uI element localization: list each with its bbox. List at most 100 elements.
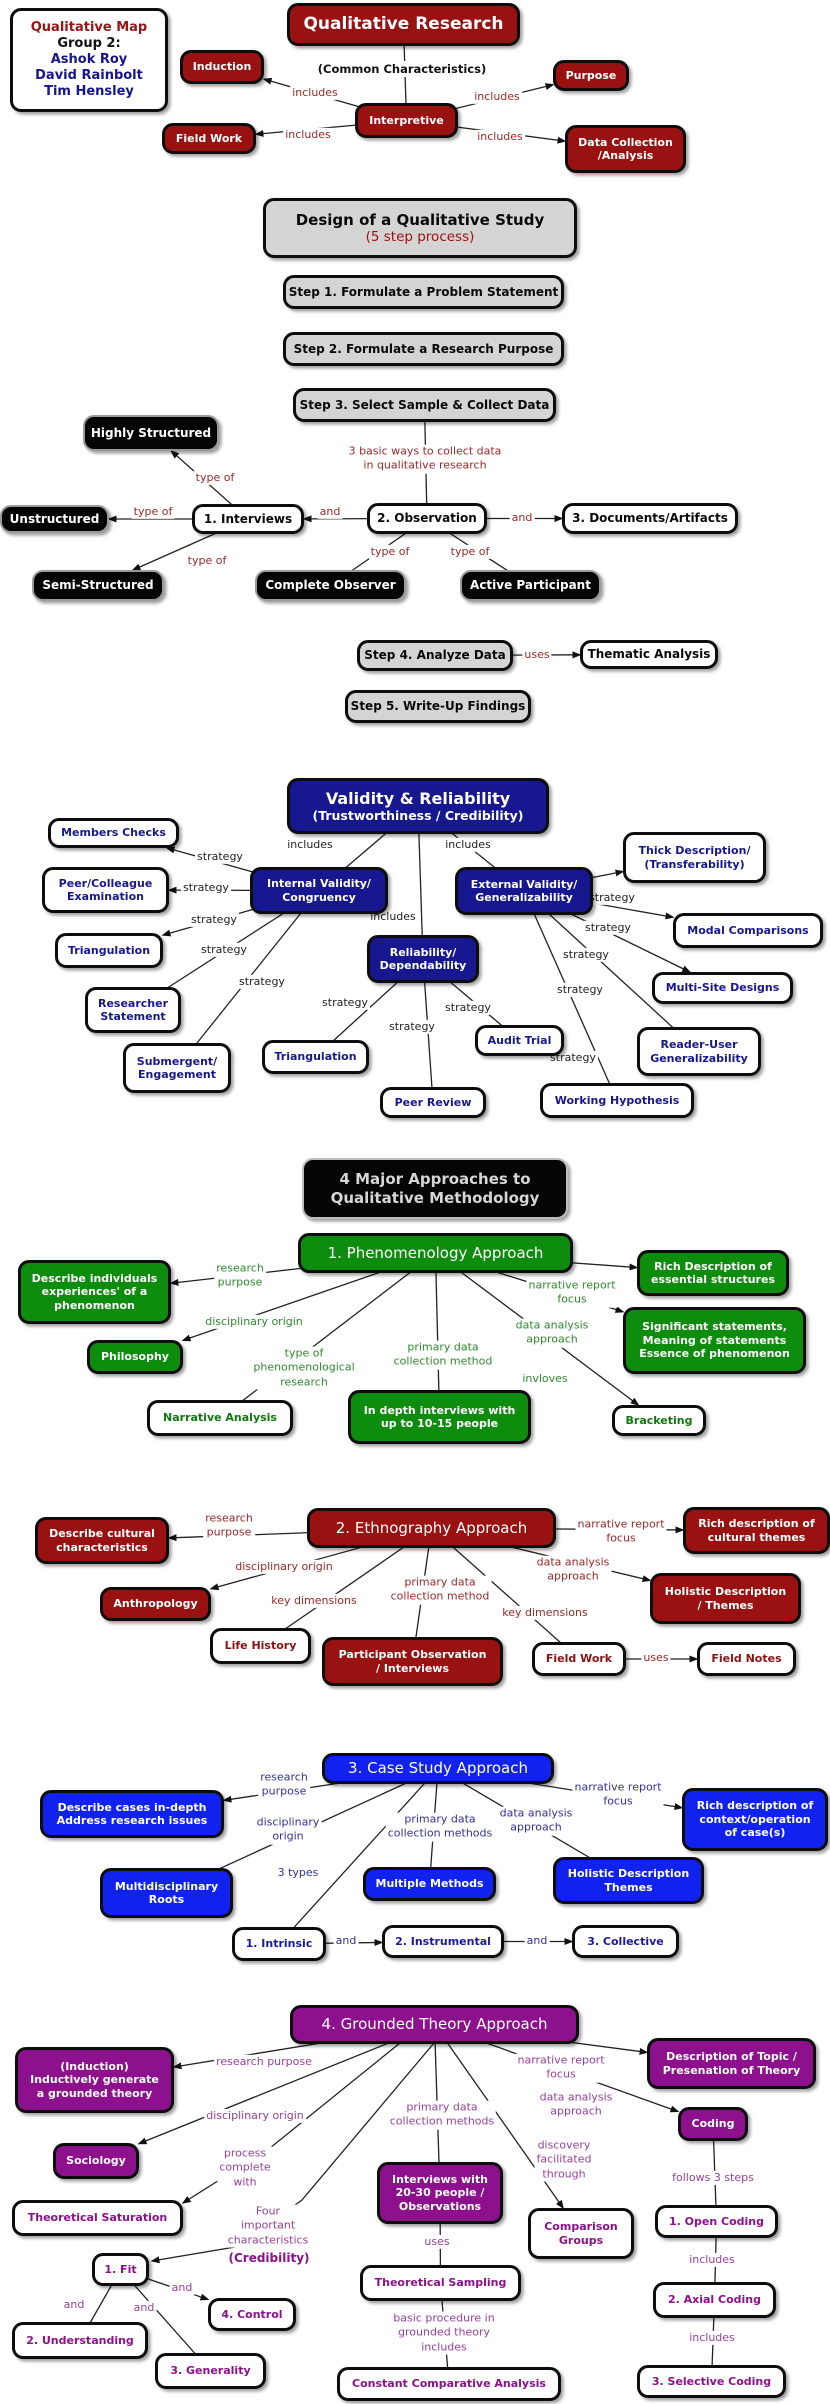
node-interviews: 1. Interviews [192,504,304,534]
edge-label-case_title-rich_context: narrative report focus [572,1780,664,1810]
node-narrative-text: Narrative Analysis [163,1411,277,1425]
edge-label-external-multi_site: strategy [561,947,611,963]
node-coding-text: Coding [691,2117,735,2131]
node-rich_context-text: of case(s) [724,1826,786,1840]
node-interviews-text: 1. Interviews [203,511,293,526]
node-rich_cult-text: cultural themes [707,1530,806,1544]
node-step5: Step 5. Write-Up Findings [345,690,531,723]
node-significant-text: Essence of phenomenon [639,1347,790,1361]
node-credibility_lbl-text: (Credibility) [228,2250,310,2265]
edge-label-gt_title-theo_sat: process complete with [217,2146,273,2190]
node-life_history-text: Life History [224,1639,297,1653]
node-phen_title-text: 1. Phenomenology Approach [327,1243,544,1262]
node-significant-text: Meaning of statements [642,1333,787,1347]
edge-label-v_title-reliability: includes [368,909,418,925]
node-desc_cult-text: characteristics [56,1540,148,1554]
node-reliability-text: Reliability/ [389,945,457,959]
node-induction-text: Induction [192,60,252,74]
node-thick-text: Thick Description/ [638,844,751,858]
node-reliability: Reliability/Dependability [367,935,479,983]
node-internal: Internal Validity/Congruency [250,867,388,914]
edge-label-instrumental-collective: and [524,1933,550,1949]
edge-label-fit-generality: and [131,2300,157,2316]
node-step1-text: Step 1. Formulate a Problem Statement [288,284,559,299]
node-part_obs-text: / Interviews [375,1661,450,1675]
node-holistic_t: Holistic Description/ Themes [650,1573,801,1624]
node-thick: Thick Description/(Transferability) [623,832,766,883]
node-eth_title: 2. Ethnography Approach [307,1508,556,1548]
node-theo_sat: Theoretical Saturation [12,2200,183,2236]
edge-line-gt_title-sociology [137,2023,435,2145]
node-researcher-text: Statement [100,1010,166,1023]
node-tri_m-text: Triangulation [274,1050,357,1064]
node-data_collection: Data Collection/Analysis [565,125,686,173]
node-internal-text: Congruency [282,890,356,904]
node-anthro-text: Anthropology [113,1597,198,1611]
node-observation-text: 2. Observation [377,511,477,526]
edge-label-field_work2-field_notes: uses [641,1650,671,1666]
node-modal-text: Modal Comparisons [687,923,809,937]
node-purpose-text: Purpose [565,68,617,82]
node-instrumental: 2. Instrumental [382,1925,504,1958]
edge-label-phen_title-bracketing: invloves [520,1371,570,1387]
edge-label-case_title-desc_cases: research purpose [258,1770,310,1800]
node-design_title-text: (5 step process) [365,228,475,245]
node-holistic_t-text: / Themes [697,1598,754,1612]
node-step4-text: Step 4. Analyze Data [364,648,506,663]
node-credibility_lbl: (Credibility) [228,2250,310,2266]
edge-label-eth_title-part_obs: primary data collection method [388,1575,492,1605]
edge-label-eth_title-holistic_t: data analysis approach [534,1555,612,1585]
node-peer_coll-text: Examination [67,890,144,903]
node-legend-text: David Rainbolt [35,67,143,83]
node-rich_ess-text: Rich Description of [654,1259,772,1273]
edge-label-observation-complete_observer: type of [368,544,412,560]
edge-label-observation-documents: and [509,510,535,526]
node-reliability-text: Dependability [379,959,467,972]
node-thematic: Thematic Analysis [580,640,718,669]
node-desc_cases-text: Address research issues [56,1814,208,1827]
node-interviews_gt-text: Interviews with [391,2172,489,2186]
edge-label-interviews-unstructured: type of [131,504,175,520]
node-part_obs-text: Participant Observation [338,1648,487,1662]
node-indepth-text: In depth interviews with [363,1403,516,1417]
node-describe_ind-text: experiences' of a [41,1285,148,1299]
node-narrative: Narrative Analysis [147,1400,293,1436]
node-desc_topic-text: Presenation of Theory [662,2063,801,2077]
node-comp_groups-text: Comparison [544,2220,618,2234]
edge-label-external-working: strategy [548,1050,598,1066]
node-peer_review: Peer Review [380,1087,486,1118]
edge-label-case_title-multi_roots: disciplinary origin [254,1815,322,1845]
edge-label-external-reader_user: strategy [555,982,605,998]
node-step2: Step 2. Formulate a Research Purpose [283,332,564,366]
node-constant: Constant Comparative Analysis [337,2367,561,2401]
edge-line-phen_title-narrative [219,1252,436,1419]
edge-label-interviews-highly_structured: type of [193,470,237,486]
edge-label-interviews_gt-theo_samp: uses [422,2234,452,2250]
node-bracketing: Bracketing [612,1405,706,1436]
edge-label-interpretive-field_work: includes [283,127,333,143]
node-field_work-text: Field Work [175,131,243,145]
node-multi_site-text: Multi-Site Designs [665,981,780,995]
node-rich_context-text: context/operation [699,1812,811,1826]
node-philosophy-text: Philosophy [101,1350,169,1364]
node-members: Members Checks [48,818,179,848]
node-data_collection-text: /Analysis [597,149,654,162]
node-multi_site: Multi-Site Designs [652,972,793,1004]
node-legend-text: Qualitative Map [30,20,148,36]
edge-label-phen_title-philosophy: disciplinary origin [203,1314,305,1330]
node-life_history: Life History [210,1628,311,1664]
node-documents-text: 3. Documents/Artifacts [572,511,728,526]
edge-label-step4-thematic: uses [522,647,552,663]
node-eth_title-text: 2. Ethnography Approach [335,1518,528,1537]
node-step3-text: Step 3. Select Sample & Collect Data [299,397,550,412]
node-multi_roots-text: Roots [148,1893,185,1906]
node-design_title-text: Design of a Qualitative Study [295,210,545,229]
node-active_participant: Active Participant [460,570,601,601]
